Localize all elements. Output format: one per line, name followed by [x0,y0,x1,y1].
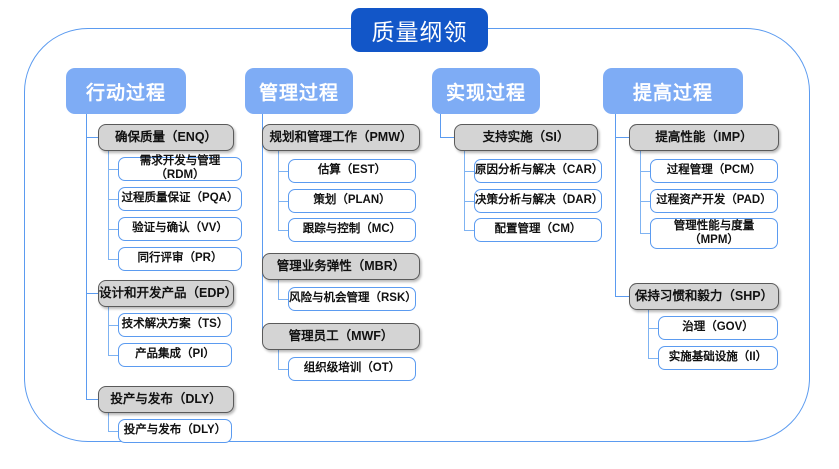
group-box-2-3[interactable]: 管理员工（MWF） [262,323,420,350]
leaf-connector-2-1-2 [278,201,288,202]
leaf-box-2-2-1[interactable]: 风险与机会管理（RSK） [288,287,417,311]
leaf-connector-1-2-2 [108,355,118,356]
leaf-connector-4-1-2 [640,201,650,202]
column-header-1[interactable]: 行动过程 [66,68,186,114]
group-box-4-2[interactable]: 保持习惯和毅力（SHP） [629,283,779,310]
branch-line-4-1 [640,151,641,234]
leaf-connector-1-1-2 [108,199,118,200]
leaf-connector-4-1-3 [640,233,650,234]
group-box-3-1[interactable]: 支持实施（SI） [454,124,598,151]
leaf-box-2-1-3[interactable]: 跟踪与控制（MC） [288,218,416,242]
group-box-2-2[interactable]: 管理业务弹性（MBR） [262,253,420,280]
column-header-4[interactable]: 提高过程 [603,68,743,114]
connector-4-g2 [615,296,629,297]
leaf-connector-1-1-1 [108,169,118,170]
group-box-1-2[interactable]: 设计和开发产品（EDP） [98,280,237,307]
leaf-box-1-1-1[interactable]: 需求开发与管理（RDM） [118,155,242,181]
leaf-box-3-1-3[interactable]: 配置管理（CM） [474,218,602,242]
branch-line-3-1 [464,151,465,230]
branch-line-1-2 [108,307,109,356]
leaf-connector-3-1-1 [464,171,474,172]
trunk-line-2 [262,114,263,337]
leaf-box-1-1-2[interactable]: 过程质量保证（PQA） [118,187,242,211]
leaf-connector-2-2-1 [278,299,288,300]
group-box-2-1[interactable]: 规划和管理工作（PMW） [262,124,420,151]
leaf-box-4-2-2[interactable]: 实施基础设施（II） [658,346,778,370]
leaf-connector-3-1-2 [464,201,474,202]
leaf-connector-1-3-1 [108,431,118,432]
leaf-box-1-3-1[interactable]: 投产与发布（DLY） [118,419,232,443]
branch-line-4-2 [648,310,649,359]
leaf-box-1-1-3[interactable]: 验证与确认（VV） [118,217,242,241]
leaf-box-2-1-2[interactable]: 策划（PLAN） [288,189,416,213]
trunk-line-1 [86,114,87,400]
group-box-4-1[interactable]: 提高性能（IMP） [629,124,779,151]
branch-line-2-3 [278,350,279,369]
leaf-connector-4-1-1 [640,171,650,172]
connector-1-g1 [86,137,98,138]
leaf-box-3-1-1[interactable]: 原因分析与解决（CAR） [474,159,603,183]
leaf-box-2-1-1[interactable]: 估算（EST） [288,159,416,183]
branch-line-1-3 [108,413,109,431]
leaf-connector-4-2-2 [648,358,658,359]
leaf-box-4-1-1[interactable]: 过程管理（PCM） [650,159,778,183]
trunk-line-3 [440,114,441,137]
leaf-connector-4-2-1 [648,328,658,329]
branch-line-2-2 [278,280,279,299]
column-header-2[interactable]: 管理过程 [245,68,353,114]
leaf-connector-1-2-1 [108,325,118,326]
leaf-box-2-3-1[interactable]: 组织级培训（OT） [288,357,416,381]
leaf-connector-1-1-4 [108,259,118,260]
leaf-box-4-2-1[interactable]: 治理（GOV） [658,316,778,340]
leaf-box-3-1-2[interactable]: 决策分析与解决（DAR） [474,189,603,213]
branch-line-2-1 [278,151,279,230]
leaf-box-1-2-1[interactable]: 技术解决方案（TS） [118,313,232,337]
leaf-box-4-1-3[interactable]: 管理性能与度量 （MPM） [650,218,778,249]
connector-3-g1 [440,137,454,138]
branch-line-1-1 [108,151,109,260]
leaf-connector-2-1-3 [278,230,288,231]
column-header-3[interactable]: 实现过程 [432,68,540,114]
leaf-connector-3-1-3 [464,230,474,231]
group-box-1-1[interactable]: 确保质量（ENQ） [98,124,234,151]
leaf-box-1-2-2[interactable]: 产品集成（PI） [118,343,232,367]
trunk-line-4 [615,114,616,297]
leaf-connector-2-1-1 [278,171,288,172]
leaf-box-4-1-2[interactable]: 过程资产开发（PAD） [650,189,778,213]
group-box-1-3[interactable]: 投产与发布（DLY） [98,386,234,413]
connector-1-g3 [86,399,98,400]
connector-4-g1 [615,137,629,138]
root-title-box: 质量纲领 [351,8,488,52]
leaf-connector-2-3-1 [278,369,288,370]
leaf-box-1-1-4[interactable]: 同行评审（PR） [118,247,242,271]
connector-1-g2 [86,293,98,294]
leaf-connector-1-1-3 [108,229,118,230]
